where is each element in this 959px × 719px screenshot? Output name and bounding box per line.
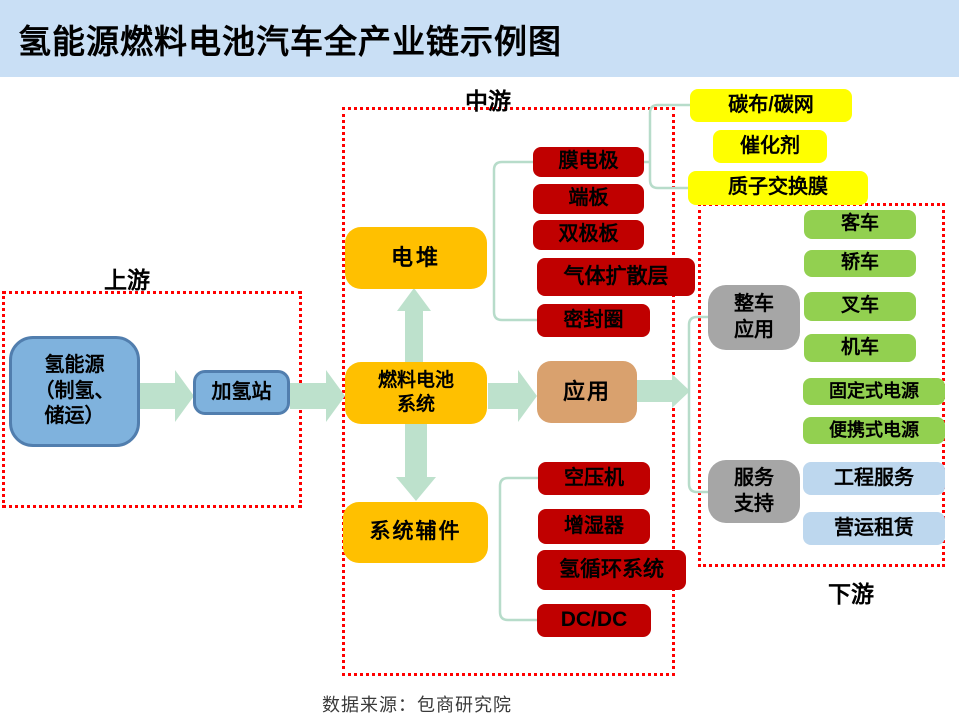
page-title: 氢能源燃料电池汽车全产业链示例图 (18, 22, 562, 60)
hydrogen-source-node: 氢能源 （制氢、 储运） (9, 336, 140, 447)
refueling-station-node: 加氢站 (193, 370, 290, 415)
bracket-auxiliary-components (498, 476, 538, 622)
vehicle-item-bus: 客车 (804, 210, 916, 239)
arrow-application-to-downstream (637, 374, 690, 408)
bracket-mea-materials (644, 103, 690, 190)
stack-part-end-plate: 端板 (533, 184, 644, 214)
mea-material-carbon-cloth: 碳布/碳网 (690, 89, 852, 122)
service-item-engineering: 工程服务 (803, 462, 945, 495)
bracket-downstream-groups (687, 315, 708, 494)
aux-part-air-compressor: 空压机 (538, 462, 650, 495)
stack-part-sealing-ring: 密封圈 (537, 304, 650, 337)
arrow-station-to-system (290, 370, 345, 422)
stack-part-bipolar-plate: 双极板 (533, 220, 644, 250)
mea-material-catalyst: 催化剂 (713, 130, 827, 163)
vehicle-item-sedan: 轿车 (804, 250, 916, 277)
downstream-label: 下游 (828, 581, 874, 607)
midstream-label: 中游 (465, 88, 511, 114)
bracket-stack-components (492, 160, 537, 322)
service-support-group: 服务 支持 (708, 460, 800, 523)
vehicle-item-locomotive: 机车 (804, 334, 916, 362)
aux-part-humidifier: 增湿器 (538, 509, 650, 544)
title-bar: 氢能源燃料电池汽车全产业链示例图 (0, 0, 959, 77)
stack-node: 电堆 (345, 227, 487, 289)
application-node: 应用 (537, 361, 637, 423)
arrow-hydrogen-to-station (140, 370, 194, 422)
stack-part-gas-diffusion: 气体扩散层 (537, 258, 695, 296)
data-source-note: 数据来源：包商研究院 (322, 695, 512, 715)
vehicle-item-portable-power: 便携式电源 (803, 417, 945, 444)
fuel-cell-system-node: 燃料电池 系统 (345, 362, 487, 424)
stack-part-mea: 膜电极 (533, 147, 644, 177)
vehicle-application-group: 整车 应用 (708, 285, 800, 350)
aux-part-dcdc: DC/DC (537, 604, 651, 637)
arrow-system-to-application (488, 370, 537, 422)
upstream-label: 上游 (104, 267, 150, 293)
arrow-system-to-stack (397, 288, 431, 363)
arrow-system-to-auxiliary (396, 424, 436, 501)
vehicle-item-forklift: 叉车 (804, 292, 916, 321)
service-item-leasing: 营运租赁 (803, 512, 945, 545)
system-auxiliary-node: 系统辅件 (343, 502, 488, 563)
mea-material-proton-membrane: 质子交换膜 (688, 171, 868, 205)
vehicle-item-stationary-power: 固定式电源 (803, 378, 945, 405)
aux-part-hydrogen-circulation: 氢循环系统 (537, 550, 686, 590)
